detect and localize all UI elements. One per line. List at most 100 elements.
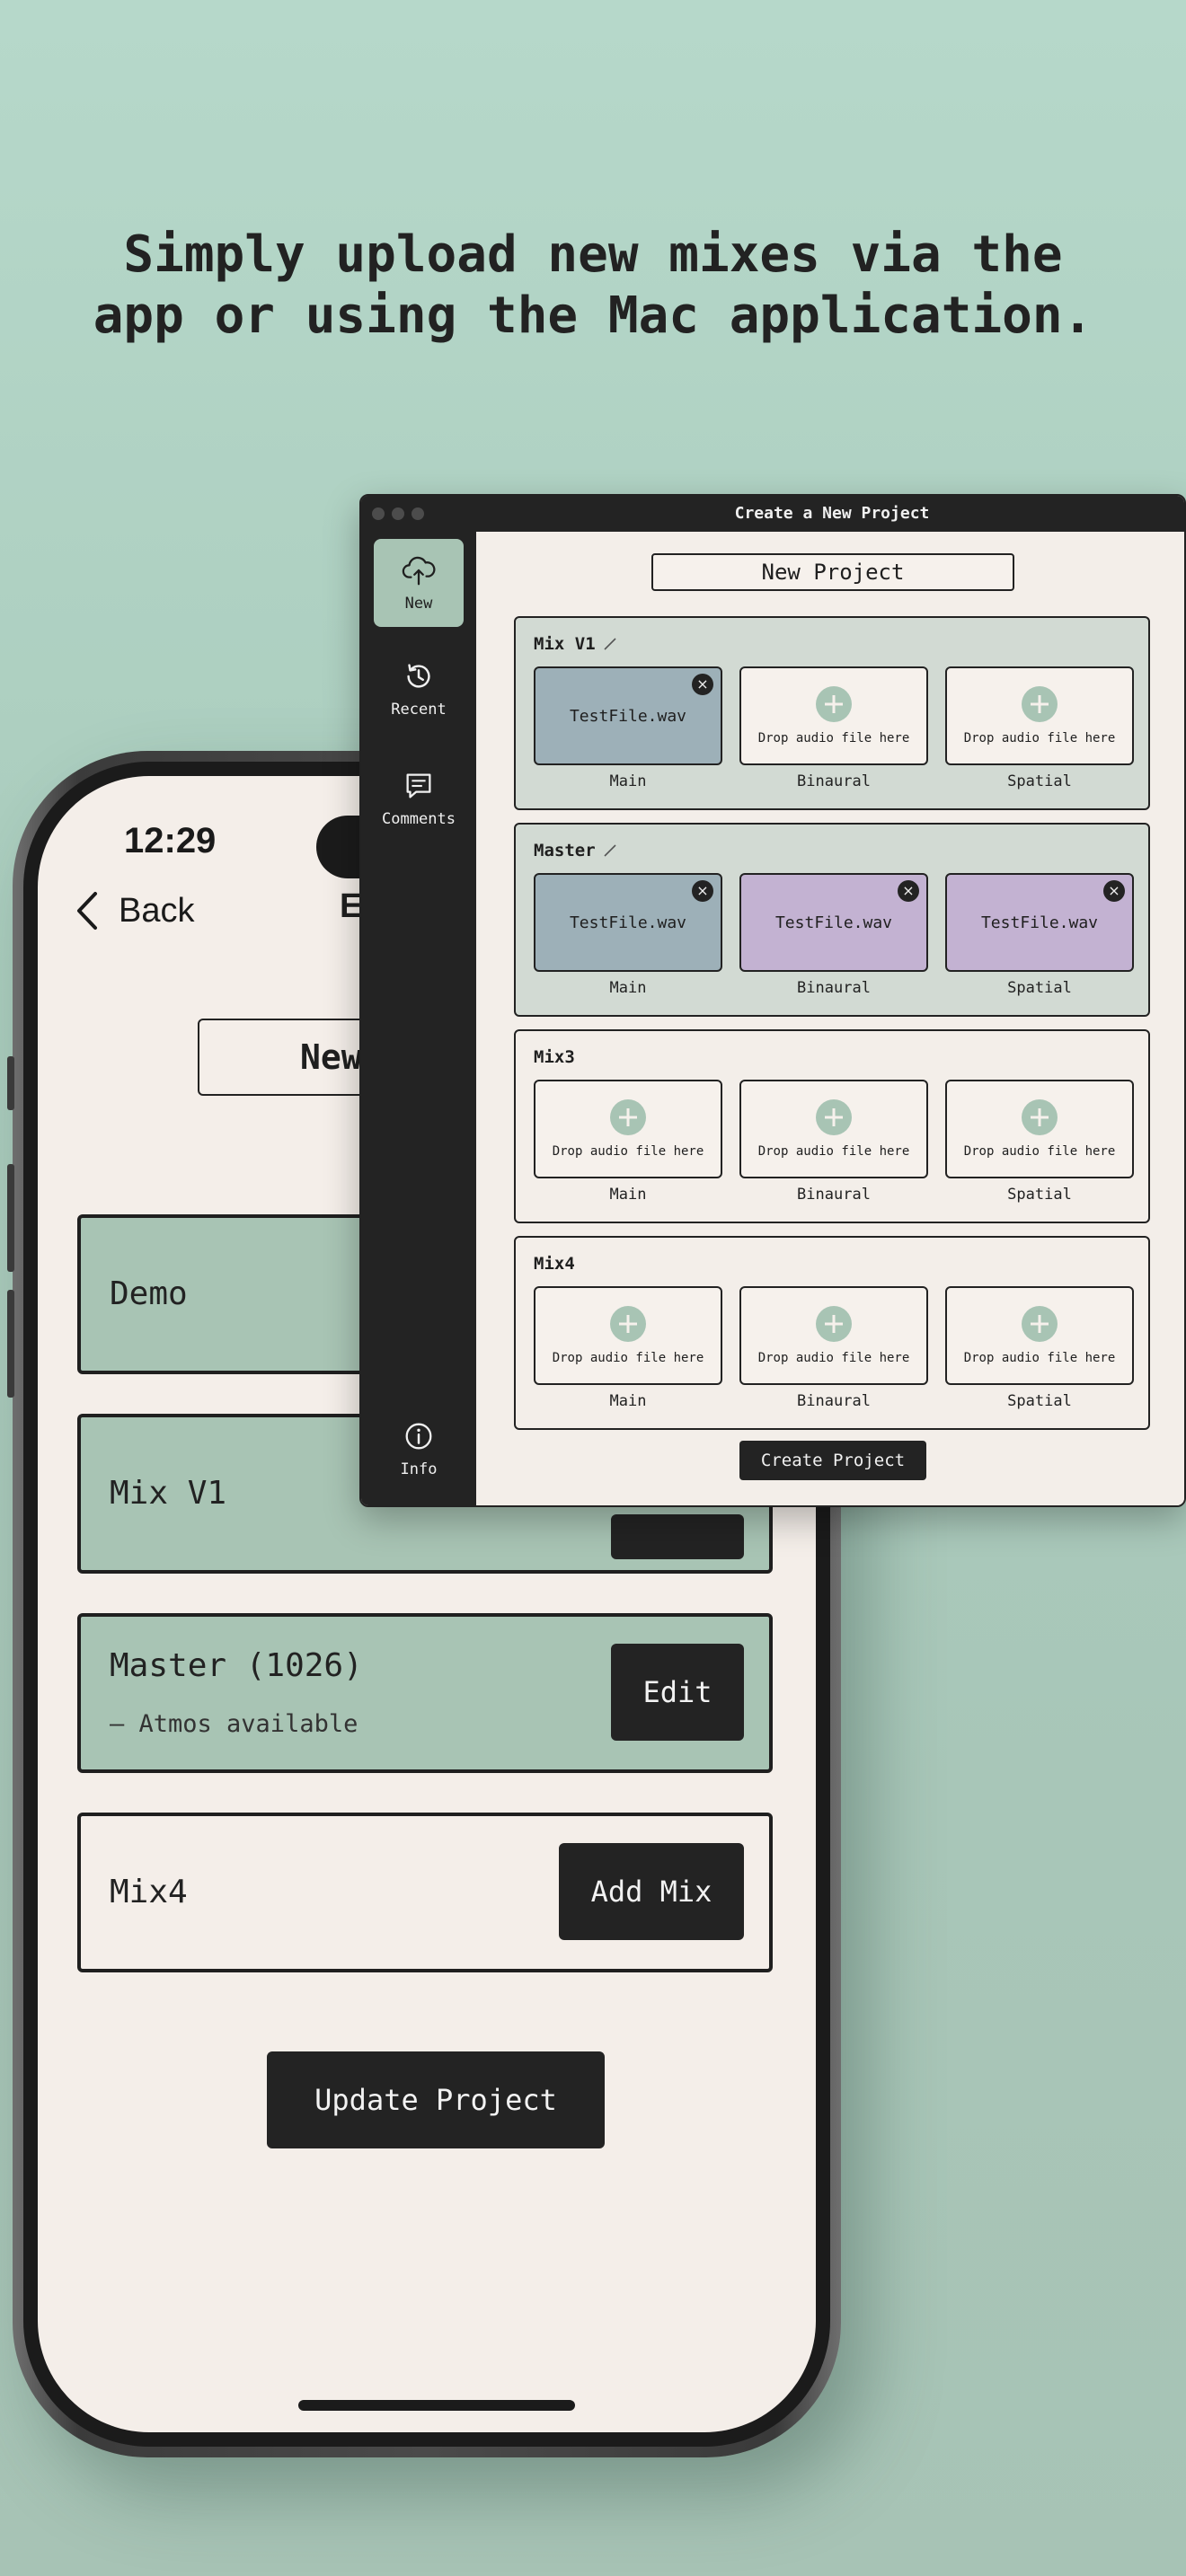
mix-section-mix-v1: Mix V1 TestFile.wav × Drop audio file he… [514, 616, 1150, 810]
mac-app-window: Create a New Project New Recent [359, 494, 1186, 1507]
drop-slot-main[interactable]: Drop audio file here [534, 1080, 722, 1178]
plus-icon [1022, 686, 1058, 722]
headline: Simply upload new mixes via the app or u… [0, 225, 1186, 347]
drop-hint: Drop audio file here [963, 1351, 1116, 1365]
home-indicator [298, 2400, 575, 2411]
sidebar-item-comments[interactable]: Comments [374, 754, 464, 842]
file-name: TestFile.wav [980, 913, 1099, 932]
file-slot-main[interactable]: TestFile.wav × [534, 873, 722, 972]
slot-label-spatial: Spatial [1007, 979, 1072, 997]
window-close-button[interactable] [372, 507, 385, 520]
mix-section-master: Master TestFile.wav × TestFile.wav × Tes… [514, 823, 1150, 1017]
project-name-value: New [300, 1037, 362, 1077]
section-title-text: Master [534, 841, 596, 860]
info-icon [405, 1423, 432, 1450]
mix-section-mix4: Mix4 Drop audio file here Drop audio fil… [514, 1236, 1150, 1430]
drop-hint: Drop audio file here [552, 1144, 704, 1159]
sidebar-label: Info [400, 1460, 438, 1478]
slot-label-main: Main [609, 1186, 647, 1204]
drop-hint: Drop audio file here [963, 731, 1116, 745]
mac-content: New Project Mix V1 TestFile.wav × Drop a… [476, 532, 1184, 1505]
drop-slot-binaural[interactable]: Drop audio file here [739, 1080, 928, 1178]
add-mix-button[interactable]: Add Mix [559, 1843, 744, 1940]
slot-label-main: Main [609, 979, 647, 997]
sidebar-label: New [404, 595, 433, 613]
drop-slot-binaural[interactable]: Drop audio file here [739, 666, 928, 765]
file-slot-binaural[interactable]: TestFile.wav × [739, 873, 928, 972]
section-title: Mix V1 [534, 634, 617, 654]
window-title: Create a New Project [734, 504, 930, 523]
headline-line-1: Simply upload new mixes via the [123, 225, 1063, 284]
slot-label-binaural: Binaural [797, 979, 871, 997]
back-button[interactable]: Back [75, 884, 194, 938]
phone-volume-up [7, 1164, 14, 1272]
slot-label-spatial: Spatial [1007, 772, 1072, 790]
chevron-left-icon [77, 892, 97, 930]
slot-label-binaural: Binaural [797, 1392, 871, 1410]
window-minimize-button[interactable] [392, 507, 404, 520]
sidebar-item-recent[interactable]: Recent [374, 645, 464, 733]
headline-line-2: app or using the Mac application. [93, 287, 1093, 345]
plus-icon [1022, 1099, 1058, 1135]
sidebar-label: Comments [382, 810, 456, 828]
drop-hint: Drop audio file here [963, 1144, 1116, 1159]
pencil-icon[interactable] [603, 637, 617, 651]
sidebar-item-new[interactable]: New [374, 539, 464, 627]
drop-hint: Drop audio file here [757, 731, 910, 745]
plus-icon [610, 1099, 646, 1135]
slot-label-binaural: Binaural [797, 772, 871, 790]
section-title-text: Mix V1 [534, 634, 596, 654]
mix-section-mix3: Mix3 Drop audio file here Drop audio fil… [514, 1029, 1150, 1223]
mix-card-master[interactable]: Master (1026) – Atmos available Edit [77, 1613, 773, 1773]
cloud-upload-icon [402, 556, 436, 586]
file-name: TestFile.wav [569, 913, 687, 932]
plus-icon [816, 1306, 852, 1342]
pencil-icon[interactable] [603, 843, 617, 858]
mix-edit-button[interactable] [611, 1514, 744, 1559]
slot-label-binaural: Binaural [797, 1186, 871, 1204]
slot-label-main: Main [609, 1392, 647, 1410]
drop-slot-binaural[interactable]: Drop audio file here [739, 1286, 928, 1385]
file-name: TestFile.wav [774, 913, 893, 932]
drop-hint: Drop audio file here [757, 1351, 910, 1365]
sidebar-label: Recent [391, 701, 447, 719]
remove-file-icon[interactable]: × [898, 880, 919, 902]
remove-file-icon[interactable]: × [692, 674, 713, 695]
mix-card-title: Demo [110, 1275, 188, 1312]
file-name: TestFile.wav [569, 706, 687, 726]
remove-file-icon[interactable]: × [692, 880, 713, 902]
window-titlebar: Create a New Project [361, 496, 1184, 532]
back-label: Back [119, 891, 195, 930]
edit-button[interactable]: Edit [611, 1644, 744, 1741]
status-time: 12:29 [124, 821, 217, 860]
plus-icon [610, 1306, 646, 1342]
slot-label-main: Main [609, 772, 647, 790]
plus-icon [816, 686, 852, 722]
update-project-button[interactable]: Update Project [267, 2051, 605, 2148]
window-zoom-button[interactable] [412, 507, 424, 520]
phone-volume-down [7, 1290, 14, 1398]
file-slot-spatial[interactable]: TestFile.wav × [945, 873, 1134, 972]
drop-slot-main[interactable]: Drop audio file here [534, 1286, 722, 1385]
plus-icon [1022, 1306, 1058, 1342]
create-project-button[interactable]: Create Project [739, 1441, 926, 1480]
phone-action-button [7, 1056, 14, 1110]
drop-slot-spatial[interactable]: Drop audio file here [945, 1286, 1134, 1385]
section-title: Mix4 [534, 1254, 575, 1274]
drop-hint: Drop audio file here [757, 1144, 910, 1159]
mix-card-subtitle: – Atmos available [110, 1710, 358, 1738]
drop-slot-spatial[interactable]: Drop audio file here [945, 1080, 1134, 1178]
sidebar-item-info[interactable]: Info [374, 1405, 464, 1493]
history-icon [407, 664, 430, 688]
remove-file-icon[interactable]: × [1103, 880, 1125, 902]
project-name-input[interactable]: New Project [651, 553, 1014, 591]
mix-card-title: Master (1026) [110, 1647, 363, 1684]
mix-card-mix4[interactable]: Mix4 Add Mix [77, 1813, 773, 1972]
section-title: Master [534, 841, 617, 860]
section-title: Mix3 [534, 1047, 575, 1067]
drop-slot-spatial[interactable]: Drop audio file here [945, 666, 1134, 765]
slot-label-spatial: Spatial [1007, 1186, 1072, 1204]
file-slot-main[interactable]: TestFile.wav × [534, 666, 722, 765]
comment-icon [406, 773, 431, 798]
plus-icon [816, 1099, 852, 1135]
